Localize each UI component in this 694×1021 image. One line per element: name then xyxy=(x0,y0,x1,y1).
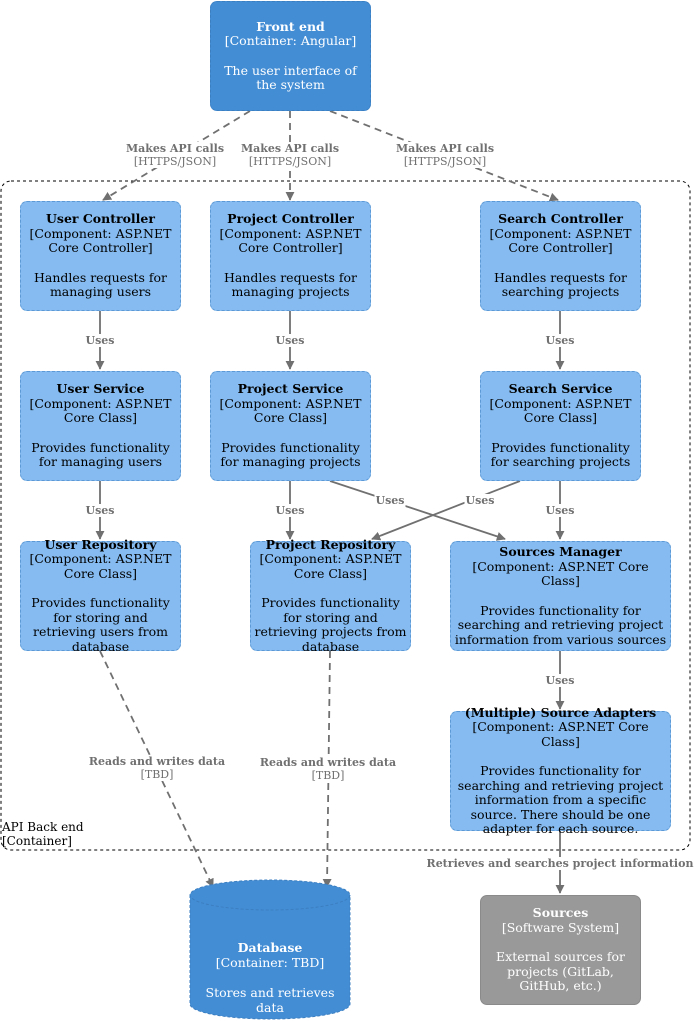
source-adapters-title: (Multiple) Source Adapters xyxy=(464,704,657,720)
project-repository-component[interactable]: Project Repository [Component: ASP.NET C… xyxy=(250,536,411,654)
project-repository-title: Project Repository xyxy=(265,536,396,552)
user-service-title: User Service xyxy=(56,381,145,397)
sources-manager-component[interactable]: Sources Manager [Component: ASP.NET Core… xyxy=(450,541,671,651)
user-controller-type: [Component: ASP.NET Core Controller] xyxy=(29,225,172,256)
database-cylinder xyxy=(189,879,351,1020)
edge-label-api-call-user: Makes API calls [HTTPS/JSON] xyxy=(124,142,226,168)
user-repository-component[interactable]: User Repository [Component: ASP.NET Core… xyxy=(20,536,181,654)
frontend-type: [Container: Angular] xyxy=(224,33,357,48)
edge-label-text: Makes API calls xyxy=(240,142,340,155)
edge-label-text: Makes API calls xyxy=(395,142,495,155)
search-service-desc: Provides functionality for searching pro… xyxy=(490,439,631,470)
edge-label-tech: [TBD] xyxy=(140,768,174,781)
edge-label-uses-user-svc: Uses xyxy=(84,504,116,517)
project-controller-type: [Component: ASP.NET Core Controller] xyxy=(219,225,362,256)
sources-system[interactable]: Sources [Software System] External sourc… xyxy=(480,895,641,1005)
project-controller-title: Project Controller xyxy=(227,211,354,227)
user-repository-title: User Repository xyxy=(44,536,157,552)
project-service-desc: Provides functionality for managing proj… xyxy=(220,439,361,470)
project-controller-desc: Handles requests for managing projects xyxy=(224,269,357,300)
search-service-type: [Component: ASP.NET Core Class] xyxy=(489,395,632,426)
sources-desc: External sources for projects (GitLab, G… xyxy=(496,949,625,994)
user-controller-component[interactable]: User Controller [Component: ASP.NET Core… xyxy=(20,201,181,311)
sources-manager-type: [Component: ASP.NET Core Class] xyxy=(472,558,649,588)
sources-manager-title: Sources Manager xyxy=(499,544,622,559)
sources-title: Sources xyxy=(532,905,589,921)
search-controller-desc: Handles requests for searching projects xyxy=(494,269,627,300)
project-controller-component[interactable]: Project Controller [Component: ASP.NET C… xyxy=(210,201,371,311)
frontend-container[interactable]: Front end [Container: Angular] The user … xyxy=(210,1,371,111)
sources-manager-desc: Provides functionality for searching and… xyxy=(454,602,667,647)
frontend-title: Front end xyxy=(256,18,325,34)
user-controller-desc: Handles requests for managing users xyxy=(34,269,167,300)
edge-label-retrieve-sources: Retrieves and searches project informati… xyxy=(425,857,694,870)
user-service-desc: Provides functionality for managing user… xyxy=(31,439,170,470)
edge-label-uses-project-ctrl: Uses xyxy=(274,334,306,347)
search-controller-component[interactable]: Search Controller [Component: ASP.NET Co… xyxy=(480,201,641,311)
boundary-type: [Container] xyxy=(2,834,72,848)
search-controller-type: [Component: ASP.NET Core Controller] xyxy=(489,225,632,256)
edge-label-uses-project-svc-sources: Uses xyxy=(374,494,406,507)
user-controller-title: User Controller xyxy=(46,211,155,227)
edge-uses-project-svc-sources xyxy=(329,480,506,541)
api-backend-boundary-label: API Back end [Container] xyxy=(2,820,84,848)
source-adapters-type: [Component: ASP.NET Core Class] xyxy=(472,719,649,749)
database-desc: Stores and retrieves data xyxy=(205,985,335,1015)
project-service-title: Project Service xyxy=(237,381,344,397)
user-service-component[interactable]: User Service [Component: ASP.NET Core Cl… xyxy=(20,371,181,481)
edge-db-project xyxy=(322,650,332,888)
edge-label-tech: [HTTPS/JSON] xyxy=(133,155,217,168)
edge-label-db-project: Reads and writes data [TBD] xyxy=(258,756,398,782)
edge-label-uses-user-ctrl: Uses xyxy=(84,334,116,347)
database-container[interactable]: Database [Container: TBD] Stores and ret… xyxy=(190,940,350,1015)
api-backend-boundary xyxy=(0,180,691,851)
sources-type: [Software System] xyxy=(501,919,620,935)
search-service-title: Search Service xyxy=(508,381,613,397)
project-repository-type: [Component: ASP.NET Core Class] xyxy=(259,551,402,581)
edge-label-uses-project-svc-repo: Uses xyxy=(274,504,306,517)
edge-label-text: Reads and writes data xyxy=(88,755,226,768)
edge-label-uses-search-ctrl: Uses xyxy=(544,334,576,347)
user-repository-desc: Provides functionality for storing and r… xyxy=(31,595,170,654)
search-service-component[interactable]: Search Service [Component: ASP.NET Core … xyxy=(480,371,641,481)
project-service-type: [Component: ASP.NET Core Class] xyxy=(219,395,362,426)
edge-label-tech: [HTTPS/JSON] xyxy=(403,155,487,168)
source-adapters-desc: Provides functionality for searching and… xyxy=(457,763,664,836)
project-service-component[interactable]: Project Service [Component: ASP.NET Core… xyxy=(210,371,371,481)
edge-label-db-user: Reads and writes data [TBD] xyxy=(87,755,227,781)
edge-label-uses-search-svc-sources: Uses xyxy=(544,504,576,517)
edge-uses-search-svc-repo xyxy=(371,480,521,541)
database-type: [Container: TBD] xyxy=(215,955,325,970)
database-title: Database xyxy=(237,940,303,955)
project-repository-desc: Provides functionality for storing and r… xyxy=(254,595,407,654)
edge-label-uses-search-svc-repo: Uses xyxy=(464,494,496,507)
edge-label-uses-sources-adapters: Uses xyxy=(544,674,576,687)
edge-label-tech: [HTTPS/JSON] xyxy=(248,155,332,168)
edge-label-text: Reads and writes data xyxy=(259,756,397,769)
user-repository-type: [Component: ASP.NET Core Class] xyxy=(29,551,172,581)
boundary-name: API Back end xyxy=(2,820,84,834)
user-service-type: [Component: ASP.NET Core Class] xyxy=(29,395,172,426)
search-controller-title: Search Controller xyxy=(498,211,623,227)
frontend-desc: The user interface of the system xyxy=(224,62,357,92)
edge-label-api-call-project: Makes API calls [HTTPS/JSON] xyxy=(239,142,341,168)
edge-label-text: Makes API calls xyxy=(125,142,225,155)
edge-db-user xyxy=(99,650,214,888)
edge-label-api-call-search: Makes API calls [HTTPS/JSON] xyxy=(394,142,496,168)
source-adapters-component[interactable]: (Multiple) Source Adapters [Component: A… xyxy=(450,705,671,836)
edge-label-tech: [TBD] xyxy=(311,769,345,782)
